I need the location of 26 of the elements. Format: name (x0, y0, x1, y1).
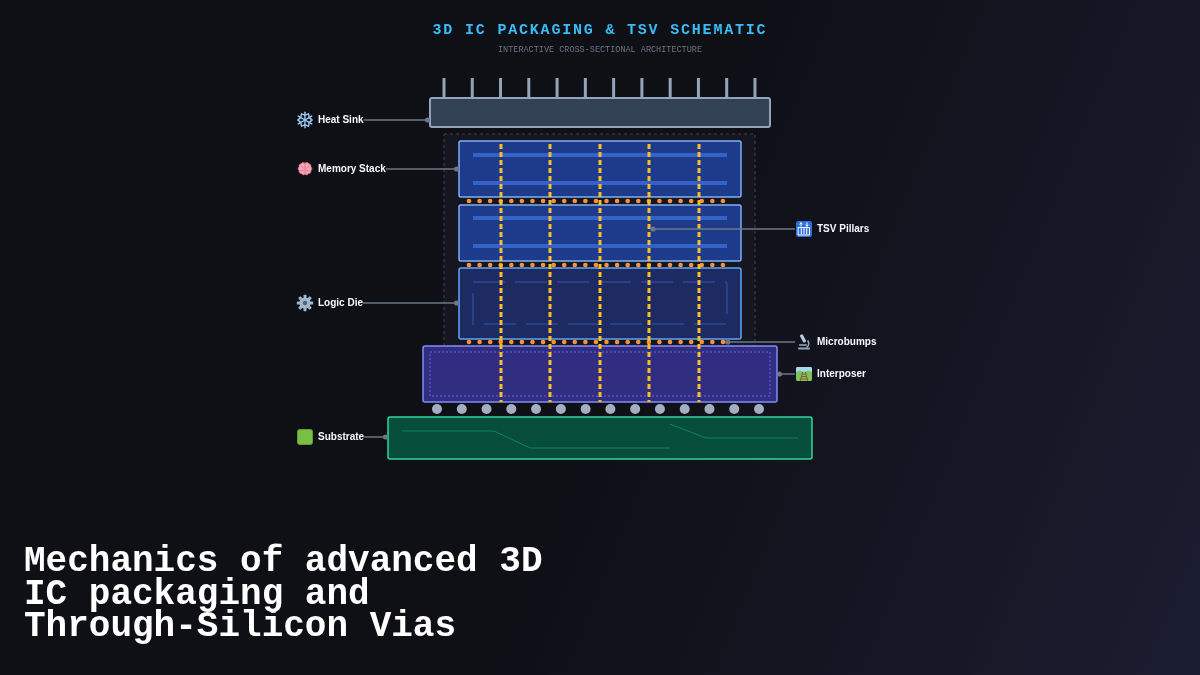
leader-line (724, 339, 796, 345)
callout-label: Substrate (318, 431, 365, 443)
callout-label: Microbumps (817, 336, 877, 348)
leader-line (776, 371, 796, 377)
callout-label: Memory Stack (318, 163, 386, 175)
heat-sink (429, 97, 771, 128)
tsv-pillar (548, 141, 552, 402)
microbump (720, 339, 726, 345)
tsv-pillar (697, 141, 701, 402)
subtitle: INTERACTIVE CROSS-SECTIONAL ARCHITECTURE (498, 45, 702, 55)
substrate (387, 416, 813, 460)
tsv-pillar (647, 141, 651, 402)
tsv-pillar (499, 141, 503, 402)
logic-die (458, 267, 742, 340)
leader-line (649, 226, 796, 232)
tsv-pillar (598, 141, 602, 402)
callout-label: Interposer (817, 368, 866, 380)
leader-line (385, 166, 460, 172)
interposer (422, 345, 778, 403)
diagram-title: 3D IC PACKAGING & TSV SCHEMATIC (432, 22, 768, 40)
leader-line (362, 117, 431, 123)
leader-line (363, 434, 389, 440)
callout-label: TSV Pillars (817, 223, 870, 235)
leader-line (362, 300, 460, 306)
callout-label: Logic Die (318, 297, 363, 309)
callout-label: Heat Sink (318, 114, 364, 126)
